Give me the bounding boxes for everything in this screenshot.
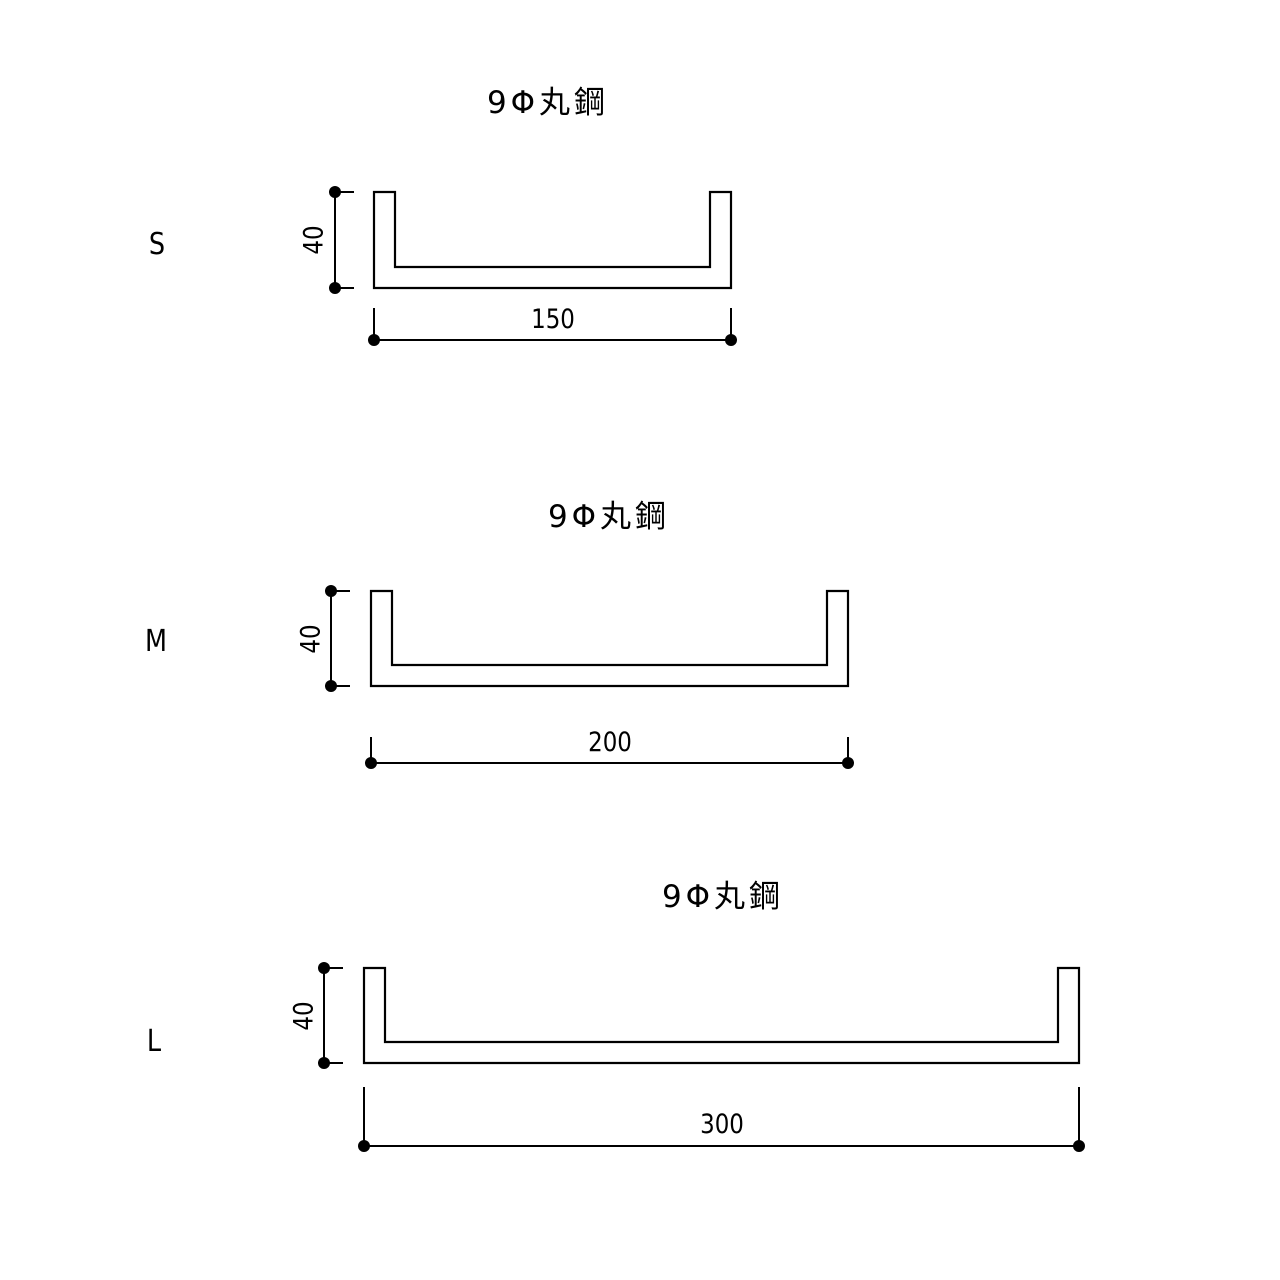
size-label-l: L [146, 1024, 162, 1059]
dimension-dot-icon [1073, 1140, 1085, 1152]
material-title-m: 9Φ丸鋼 [547, 499, 671, 535]
u-bracket-shape-s [372, 190, 733, 290]
dimension-dot-icon [325, 680, 337, 692]
dimension-dot-icon [725, 334, 737, 346]
width-dimension-label-m: 200 [587, 727, 632, 758]
dimension-dot-icon [329, 186, 341, 198]
u-bracket-shape-m [369, 589, 850, 688]
height-dimension-label-s: 40 [298, 225, 330, 255]
material-title-l: 9Φ丸鋼 [661, 879, 785, 915]
size-label-m: M [144, 624, 168, 659]
height-dimension-label-l: 40 [288, 1000, 320, 1031]
dimension-dot-icon [368, 334, 380, 346]
width-dimension-label-l: 300 [699, 1109, 744, 1140]
u-bracket-shape-l [362, 966, 1081, 1065]
dimension-dot-icon [842, 757, 854, 769]
size-label-s: S [148, 227, 166, 262]
dimension-dot-icon [358, 1140, 370, 1152]
dimension-dot-icon [318, 962, 330, 974]
material-title-s: 9Φ丸鋼 [486, 85, 610, 121]
dimension-dot-icon [318, 1057, 330, 1069]
dimension-dot-icon [329, 282, 341, 294]
height-dimension-label-m: 40 [295, 623, 327, 654]
width-dimension-label-s: 150 [530, 304, 575, 335]
dimension-dot-icon [365, 757, 377, 769]
dimension-dot-icon [325, 585, 337, 597]
